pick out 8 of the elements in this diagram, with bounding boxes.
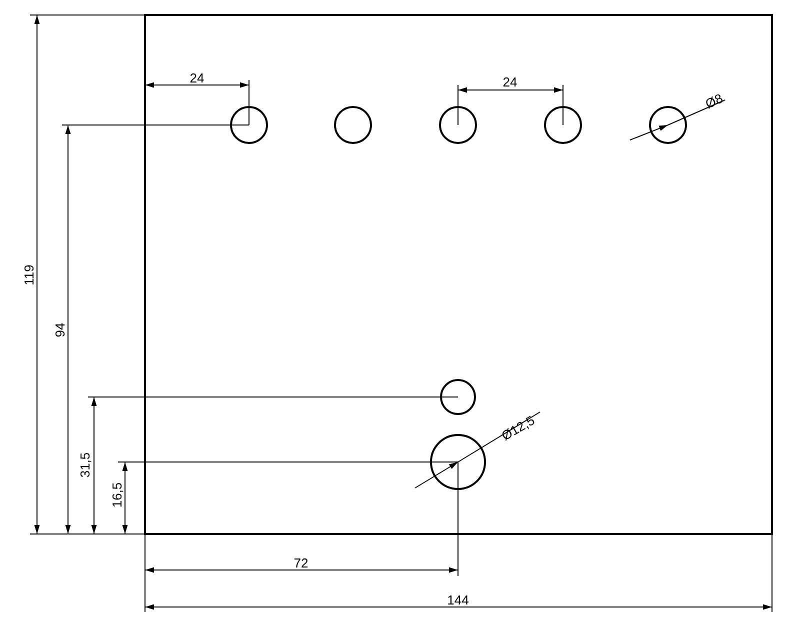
dimension-label: 119: [22, 264, 36, 286]
dimension-label: 24: [502, 76, 518, 88]
dimension-label: 94: [54, 322, 66, 338]
dimension-label: 16,5: [110, 482, 124, 508]
dimension-label: 24: [190, 72, 204, 84]
dimension-label: 144: [447, 594, 469, 606]
dimension-label: 31,5: [78, 452, 92, 478]
dimension-label: 72: [294, 556, 308, 570]
